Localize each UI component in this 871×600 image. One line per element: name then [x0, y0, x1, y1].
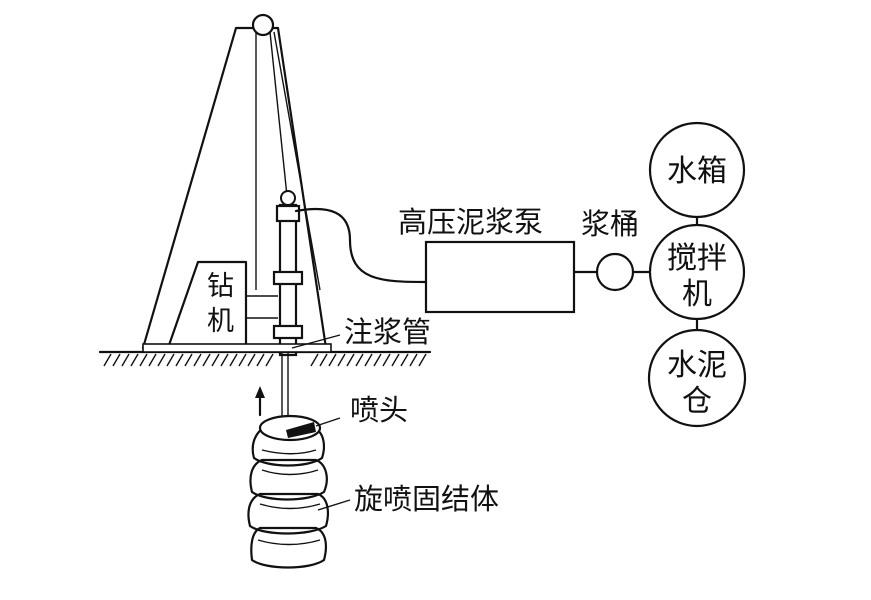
derrick: [141, 13, 328, 350]
nozzle-label: 喷头: [350, 393, 408, 427]
lift-arrow-icon: [255, 386, 265, 417]
ground-hatch-stroke: [193, 353, 202, 367]
ground-hatch-stroke: [418, 353, 427, 367]
ground-hatch-stroke: [409, 353, 418, 367]
grout-hose: [294, 207, 428, 284]
ground-hatch-stroke: [310, 353, 319, 367]
drill-rig-label-line2: 机: [207, 306, 234, 337]
ground-hatch-stroke: [202, 353, 211, 367]
drill-stem: [272, 190, 304, 432]
ground-hatch-stroke: [157, 353, 166, 367]
ground: [98, 343, 432, 367]
ground-hatch-stroke: [319, 353, 328, 367]
ground-hatch-stroke: [265, 353, 274, 367]
ground-hatch-stroke: [229, 353, 238, 367]
ground-hatch-stroke: [148, 353, 157, 367]
high-pressure-pump: [424, 240, 599, 314]
ground-hatch-stroke: [364, 353, 373, 367]
ground-hatch-stroke: [247, 353, 256, 367]
cement-silo-label-line1: 水泥: [667, 348, 727, 383]
ground-hatch-stroke: [256, 353, 265, 367]
jet-grout-column: [247, 414, 351, 569]
water-tank-label: 水箱: [667, 154, 727, 189]
nozzle-icon: [286, 422, 316, 438]
cement-silo-label-line2: 仓: [682, 384, 712, 419]
grouting-pipe-leader: [291, 334, 341, 349]
ground-hatch-stroke: [337, 353, 346, 367]
grouting-pipe-label: 注浆管: [344, 315, 431, 349]
mixer-label-line2: 机: [682, 277, 712, 312]
high-pressure-pump-label: 高压泥浆泵: [398, 205, 543, 239]
mixer-label-line1: 搅拌: [667, 241, 727, 276]
ground-hatch-stroke: [391, 353, 400, 367]
ground-hatch-stroke: [112, 353, 121, 367]
ground-hatch-stroke: [139, 353, 148, 367]
ground-hatch-stroke: [175, 353, 184, 367]
drill-rig-label-line1: 钻: [207, 271, 234, 302]
ground-hatch-stroke: [238, 353, 247, 367]
jet-grout-column-label: 旋喷固结体: [354, 482, 499, 516]
slurry-bucket-label: 浆桶: [581, 207, 639, 241]
ground-hatch-stroke: [400, 353, 409, 367]
ground-hatch-stroke: [184, 353, 193, 367]
slurry-bucket: [595, 252, 652, 292]
ground-hatch-stroke: [220, 353, 229, 367]
ground-hatch-stroke: [103, 353, 112, 367]
ground-hatch-stroke: [346, 353, 355, 367]
ground-hatch-stroke: [328, 353, 337, 367]
ground-hatch-stroke: [211, 353, 220, 367]
ground-hatch-stroke: [373, 353, 382, 367]
crown-pulley: [251, 13, 275, 37]
ground-hatch-stroke: [130, 353, 139, 367]
cement-silo: [647, 328, 747, 428]
ground-hatch-stroke: [166, 353, 175, 367]
ground-hatch-stroke: [355, 353, 364, 367]
ground-hatch-stroke: [121, 353, 130, 367]
ground-hatch-stroke: [382, 353, 391, 367]
